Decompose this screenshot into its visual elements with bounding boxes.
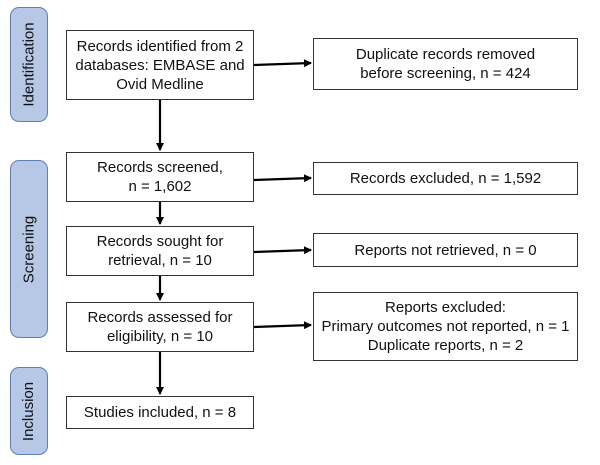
records-assessed-box: Records assessed for eligibility, n = 10 xyxy=(66,302,254,352)
studies-included-line-1: Studies included, n = 8 xyxy=(83,404,237,421)
stage-inclusion: Inclusion xyxy=(10,367,48,455)
records-sought-line-1: Records sought for xyxy=(96,233,224,250)
records-screened-line-2: n = 1,602 xyxy=(128,178,192,195)
stage-identification-label: Identification xyxy=(20,22,38,107)
records-identified-line-2: databases: EMBASE and xyxy=(75,56,245,74)
records-screened-line-1: Records screened, xyxy=(97,159,223,176)
records-excluded-line-1: Records excluded, n = 1,592 xyxy=(349,170,542,187)
records-sought-box: Records sought for retrieval, n = 10 xyxy=(66,226,254,276)
arrow-to-duplicates xyxy=(253,59,312,68)
arrow-to-not-retrieved xyxy=(253,246,312,255)
reports-excluded-line-2: Primary outcomes not reported, n = 1 xyxy=(321,318,570,335)
reports-excluded-box: Reports excluded: Primary outcomes not r… xyxy=(313,292,578,361)
records-identified-box: Records identified from 2 databases: EMB… xyxy=(66,30,254,100)
records-assessed-line-1: Records assessed for xyxy=(87,309,233,326)
reports-not-retrieved-box: Reports not retrieved, n = 0 xyxy=(313,233,578,267)
records-identified-line-3: Ovid Medline xyxy=(116,75,204,93)
records-screened-box: Records screened, n = 1,602 xyxy=(66,152,254,202)
arrow-to-records-excluded xyxy=(253,174,312,183)
records-assessed-line-2: eligibility, n = 10 xyxy=(106,328,214,345)
stage-inclusion-label: Inclusion xyxy=(20,381,38,441)
reports-excluded-line-1: Reports excluded: xyxy=(385,299,506,316)
studies-included-box: Studies included, n = 8 xyxy=(66,396,254,429)
duplicates-removed-line-1: Duplicate records removed xyxy=(355,46,536,63)
stage-screening: Screening xyxy=(10,160,48,338)
reports-excluded-line-3: Duplicate reports, n = 2 xyxy=(367,337,524,354)
records-excluded-box: Records excluded, n = 1,592 xyxy=(313,162,578,195)
records-sought-line-2: retrieval, n = 10 xyxy=(108,252,212,269)
duplicates-removed-box: Duplicate records removed before screeni… xyxy=(313,38,578,90)
stage-identification: Identification xyxy=(10,7,48,122)
stage-screening-label: Screening xyxy=(20,215,38,283)
records-identified-line-1: Records identified from 2 xyxy=(76,37,244,55)
reports-not-retrieved-line-1: Reports not retrieved, n = 0 xyxy=(354,241,537,259)
arrow-to-reports-excluded xyxy=(253,321,312,330)
duplicates-removed-line-2: before screening, n = 424 xyxy=(360,65,531,82)
